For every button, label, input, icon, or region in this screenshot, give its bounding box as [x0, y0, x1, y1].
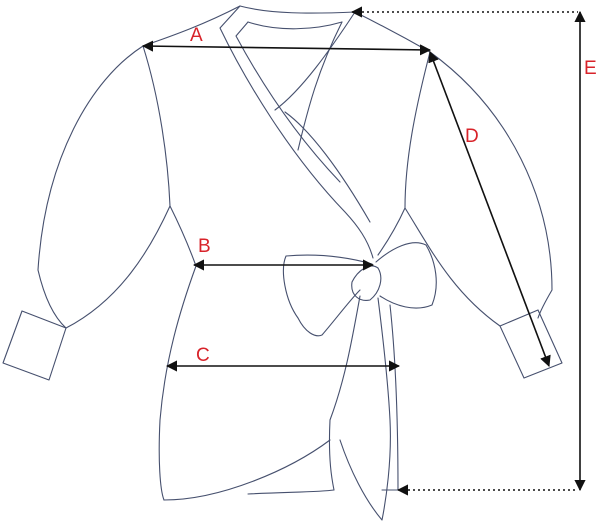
- bow-knot: [351, 265, 382, 301]
- right-shoulder: [354, 11, 431, 53]
- label-b: B: [198, 236, 211, 257]
- tie-end-right: [339, 297, 391, 521]
- bottom-hem: [247, 489, 335, 495]
- bow-right-loop: [375, 242, 437, 309]
- right-side-seam: [377, 51, 431, 256]
- wrap-skirt-curve: [163, 439, 331, 501]
- measure-line-d: [428, 50, 551, 368]
- left-sleeve: [37, 45, 144, 329]
- left-side-seam: [142, 45, 197, 267]
- right-sleeve: [429, 51, 553, 319]
- left-sleeve-inner: [65, 205, 171, 329]
- measure-line-a: [141, 40, 432, 56]
- tie-end-left: [328, 295, 361, 491]
- left-hip-seam: [158, 265, 197, 501]
- wrap-front-edge: [284, 111, 371, 223]
- back-neckline: [239, 5, 356, 14]
- collar-outer: [219, 5, 374, 259]
- label-a: A: [190, 25, 203, 46]
- left-cuff: [2, 310, 67, 381]
- right-lapel-outer: [274, 11, 356, 111]
- bow-left-loop: [283, 254, 373, 337]
- collar-inner: [235, 21, 341, 183]
- wrap-jacket-outline: [2, 5, 563, 521]
- label-d: D: [465, 126, 479, 147]
- measurement-lines: [141, 6, 586, 496]
- label-c: C: [196, 345, 210, 366]
- right-skirt-side: [381, 304, 399, 491]
- right-lapel-inner: [297, 21, 343, 151]
- measurement-labels: A B C D E: [190, 25, 597, 366]
- inner-collar-back: [247, 21, 343, 30]
- label-e: E: [584, 58, 597, 79]
